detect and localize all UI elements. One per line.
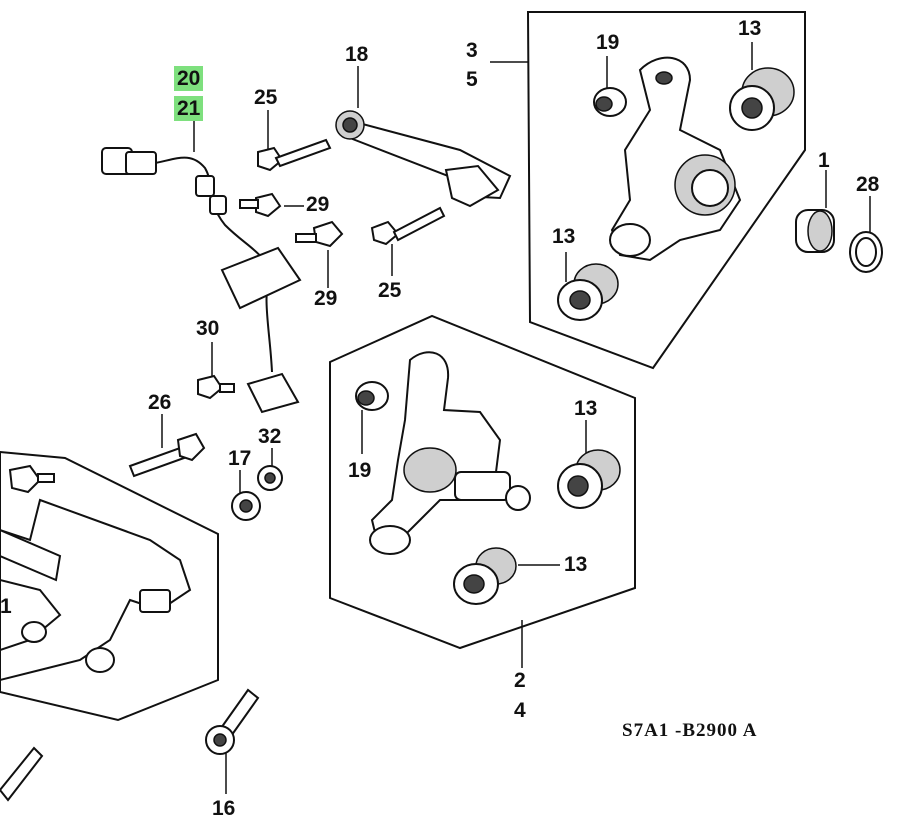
nut-29b bbox=[295, 220, 344, 248]
group-outline-upper-knuckle bbox=[526, 11, 806, 370]
bushing-13c bbox=[557, 449, 621, 509]
callout-13c: 13 bbox=[574, 397, 598, 420]
callout-5: 5 bbox=[466, 68, 478, 91]
nut-29a bbox=[239, 192, 282, 218]
group-outline-lower-arm bbox=[0, 450, 219, 722]
callout-17: 17 bbox=[228, 447, 252, 470]
bolt-25a bbox=[257, 138, 332, 172]
callout-28: 28 bbox=[856, 173, 880, 196]
callout-1b: 1 bbox=[0, 595, 12, 618]
lower-arm bbox=[0, 498, 192, 682]
upper-arm bbox=[335, 110, 512, 208]
callout-18: 18 bbox=[345, 43, 369, 66]
group-outline-lower-knuckle bbox=[329, 314, 636, 650]
callout-25b: 25 bbox=[378, 279, 402, 302]
callout-13d: 13 bbox=[564, 553, 588, 576]
callout-1: 1 bbox=[818, 149, 830, 172]
bushing-13d bbox=[453, 547, 517, 605]
upper-knuckle bbox=[609, 56, 742, 262]
callout-4: 4 bbox=[514, 699, 526, 722]
lower-knuckle bbox=[369, 351, 531, 555]
diagram-code: S7A1 -B2900 A bbox=[622, 720, 758, 741]
bolt-25b bbox=[370, 206, 446, 246]
bushing-19b bbox=[355, 381, 389, 411]
callout-13a: 13 bbox=[738, 17, 762, 40]
snap-ring-28 bbox=[849, 231, 883, 273]
callout-32: 32 bbox=[258, 425, 282, 448]
bolt-16 bbox=[205, 688, 260, 755]
callout-21: 21 bbox=[174, 96, 204, 121]
bushing-19a bbox=[593, 87, 627, 117]
callout-3: 3 bbox=[466, 39, 478, 62]
callout-2: 2 bbox=[514, 669, 526, 692]
callout-29a: 29 bbox=[306, 193, 330, 216]
nut-17 bbox=[231, 491, 261, 521]
callout-16: 16 bbox=[212, 797, 236, 820]
bushing-13a bbox=[729, 67, 795, 131]
bolt-lower-left bbox=[0, 464, 55, 802]
bolt-26 bbox=[128, 432, 206, 478]
callout-19a: 19 bbox=[596, 31, 620, 54]
callout-25a: 25 bbox=[254, 86, 278, 109]
callout-29b: 29 bbox=[314, 287, 338, 310]
callout-13b: 13 bbox=[552, 225, 576, 248]
callout-26: 26 bbox=[148, 391, 172, 414]
bearing-1 bbox=[795, 209, 835, 253]
callout-30: 30 bbox=[196, 317, 220, 340]
abs-sensor-harness bbox=[101, 147, 302, 414]
callout-20: 20 bbox=[174, 66, 204, 91]
callout-19b: 19 bbox=[348, 459, 372, 482]
nut-32 bbox=[257, 465, 283, 491]
bolt-30 bbox=[197, 374, 235, 400]
bushing-13b bbox=[557, 263, 619, 321]
